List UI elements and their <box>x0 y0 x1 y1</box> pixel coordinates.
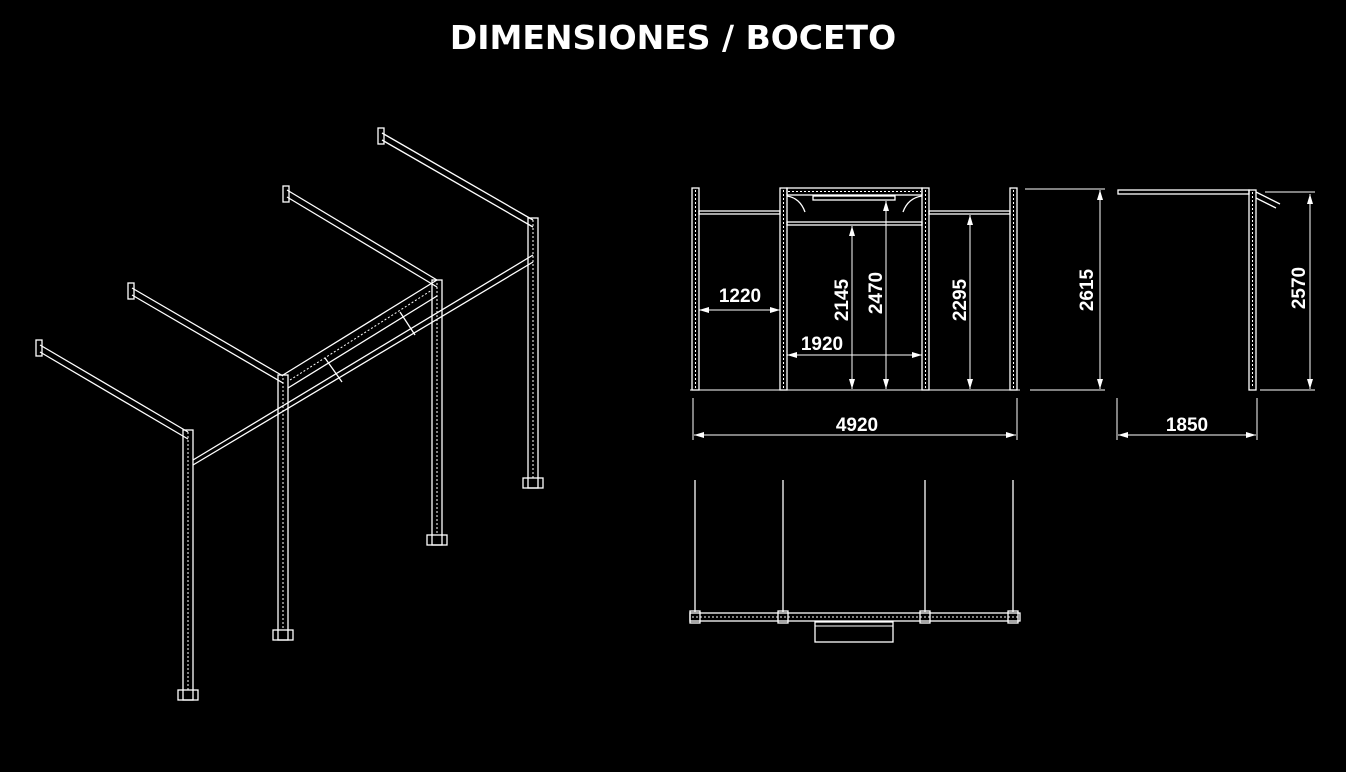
top-view <box>689 480 1021 643</box>
side-view: 2570 1850 <box>1116 189 1315 440</box>
isometric-view <box>35 127 544 701</box>
dim-2470: 2470 <box>866 272 887 314</box>
iso-beams <box>35 127 534 466</box>
dim-2570: 2570 <box>1289 267 1310 309</box>
dim-1850: 1850 <box>1166 415 1208 436</box>
page-title: DIMENSIONES / BOCETO <box>449 18 897 57</box>
iso-posts <box>177 217 544 701</box>
dim-2295: 2295 <box>950 278 971 321</box>
dim-2145: 2145 <box>832 278 853 321</box>
front-view: 1220 1920 2145 2470 2295 2615 4920 <box>690 187 1105 440</box>
dim-2615: 2615 <box>1077 268 1098 311</box>
dim-1920: 1920 <box>801 334 843 355</box>
dim-1220: 1220 <box>719 286 761 307</box>
dim-4920: 4920 <box>836 415 878 436</box>
